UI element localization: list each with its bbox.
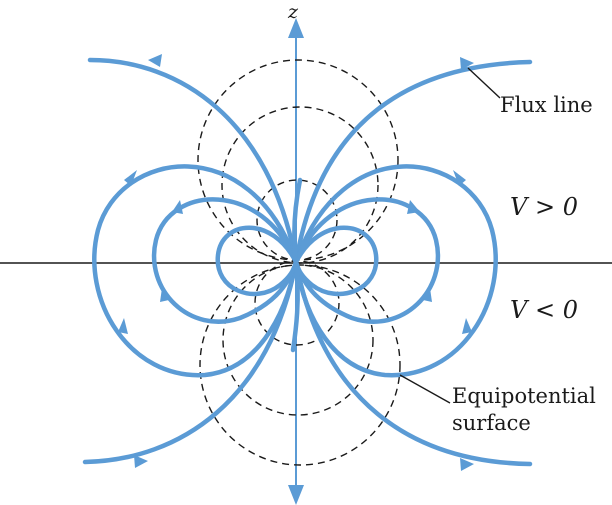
- z-axis-label: z: [287, 1, 299, 23]
- flux-line-label: Flux line: [500, 93, 593, 117]
- flux-bundle-up: [292, 177, 303, 265]
- flux-loop-small-right: [293, 225, 379, 297]
- flux-arrow-large-right-lower: [462, 318, 472, 334]
- flux-arrow-top-left: [148, 54, 162, 67]
- flux-loop-large-left: [92, 164, 299, 378]
- flux-arrow-large-right-upper: [453, 170, 466, 186]
- flux-loop-middle-right: [293, 197, 441, 324]
- v-positive-label: V > 0: [510, 193, 578, 221]
- flux-lines: [82, 57, 533, 467]
- flux-arrow-top-right: [460, 57, 474, 70]
- flux-line-outer-top-right: [293, 59, 533, 265]
- flux-arrow-middle-right-lower: [423, 288, 432, 302]
- equipotential-upper-large: [197, 59, 399, 261]
- flux-loop-large-right: [293, 164, 498, 378]
- flux-arrow-bottom-left: [134, 455, 148, 468]
- equipotential-lower-large: [199, 264, 401, 466]
- flux-arrow-large-left-upper: [124, 170, 137, 186]
- flux-arrow-middle-left-lower: [160, 288, 169, 302]
- flux-arrow-middle-left-upper: [172, 200, 183, 214]
- flux-arrowheads: [118, 54, 474, 471]
- flux-bundle-down: [290, 259, 300, 353]
- equipotential-upper-medium: [221, 106, 379, 264]
- flux-line-outer-top-left: [87, 57, 299, 265]
- v-negative-label: V < 0: [510, 296, 578, 324]
- flux-arrow-bottom-right: [460, 458, 474, 471]
- flux-arrow-middle-right-upper: [407, 200, 420, 214]
- flux-line-leader: [467, 67, 501, 99]
- flux-loop-middle-left: [151, 197, 299, 324]
- flux-arrow-large-left-lower: [118, 318, 128, 334]
- flux-loop-small-left: [215, 225, 299, 297]
- equipotential-leader: [399, 374, 451, 404]
- equipotential-label-line1: Equipotential: [452, 384, 596, 408]
- equipotential-label-line2: surface: [452, 411, 531, 435]
